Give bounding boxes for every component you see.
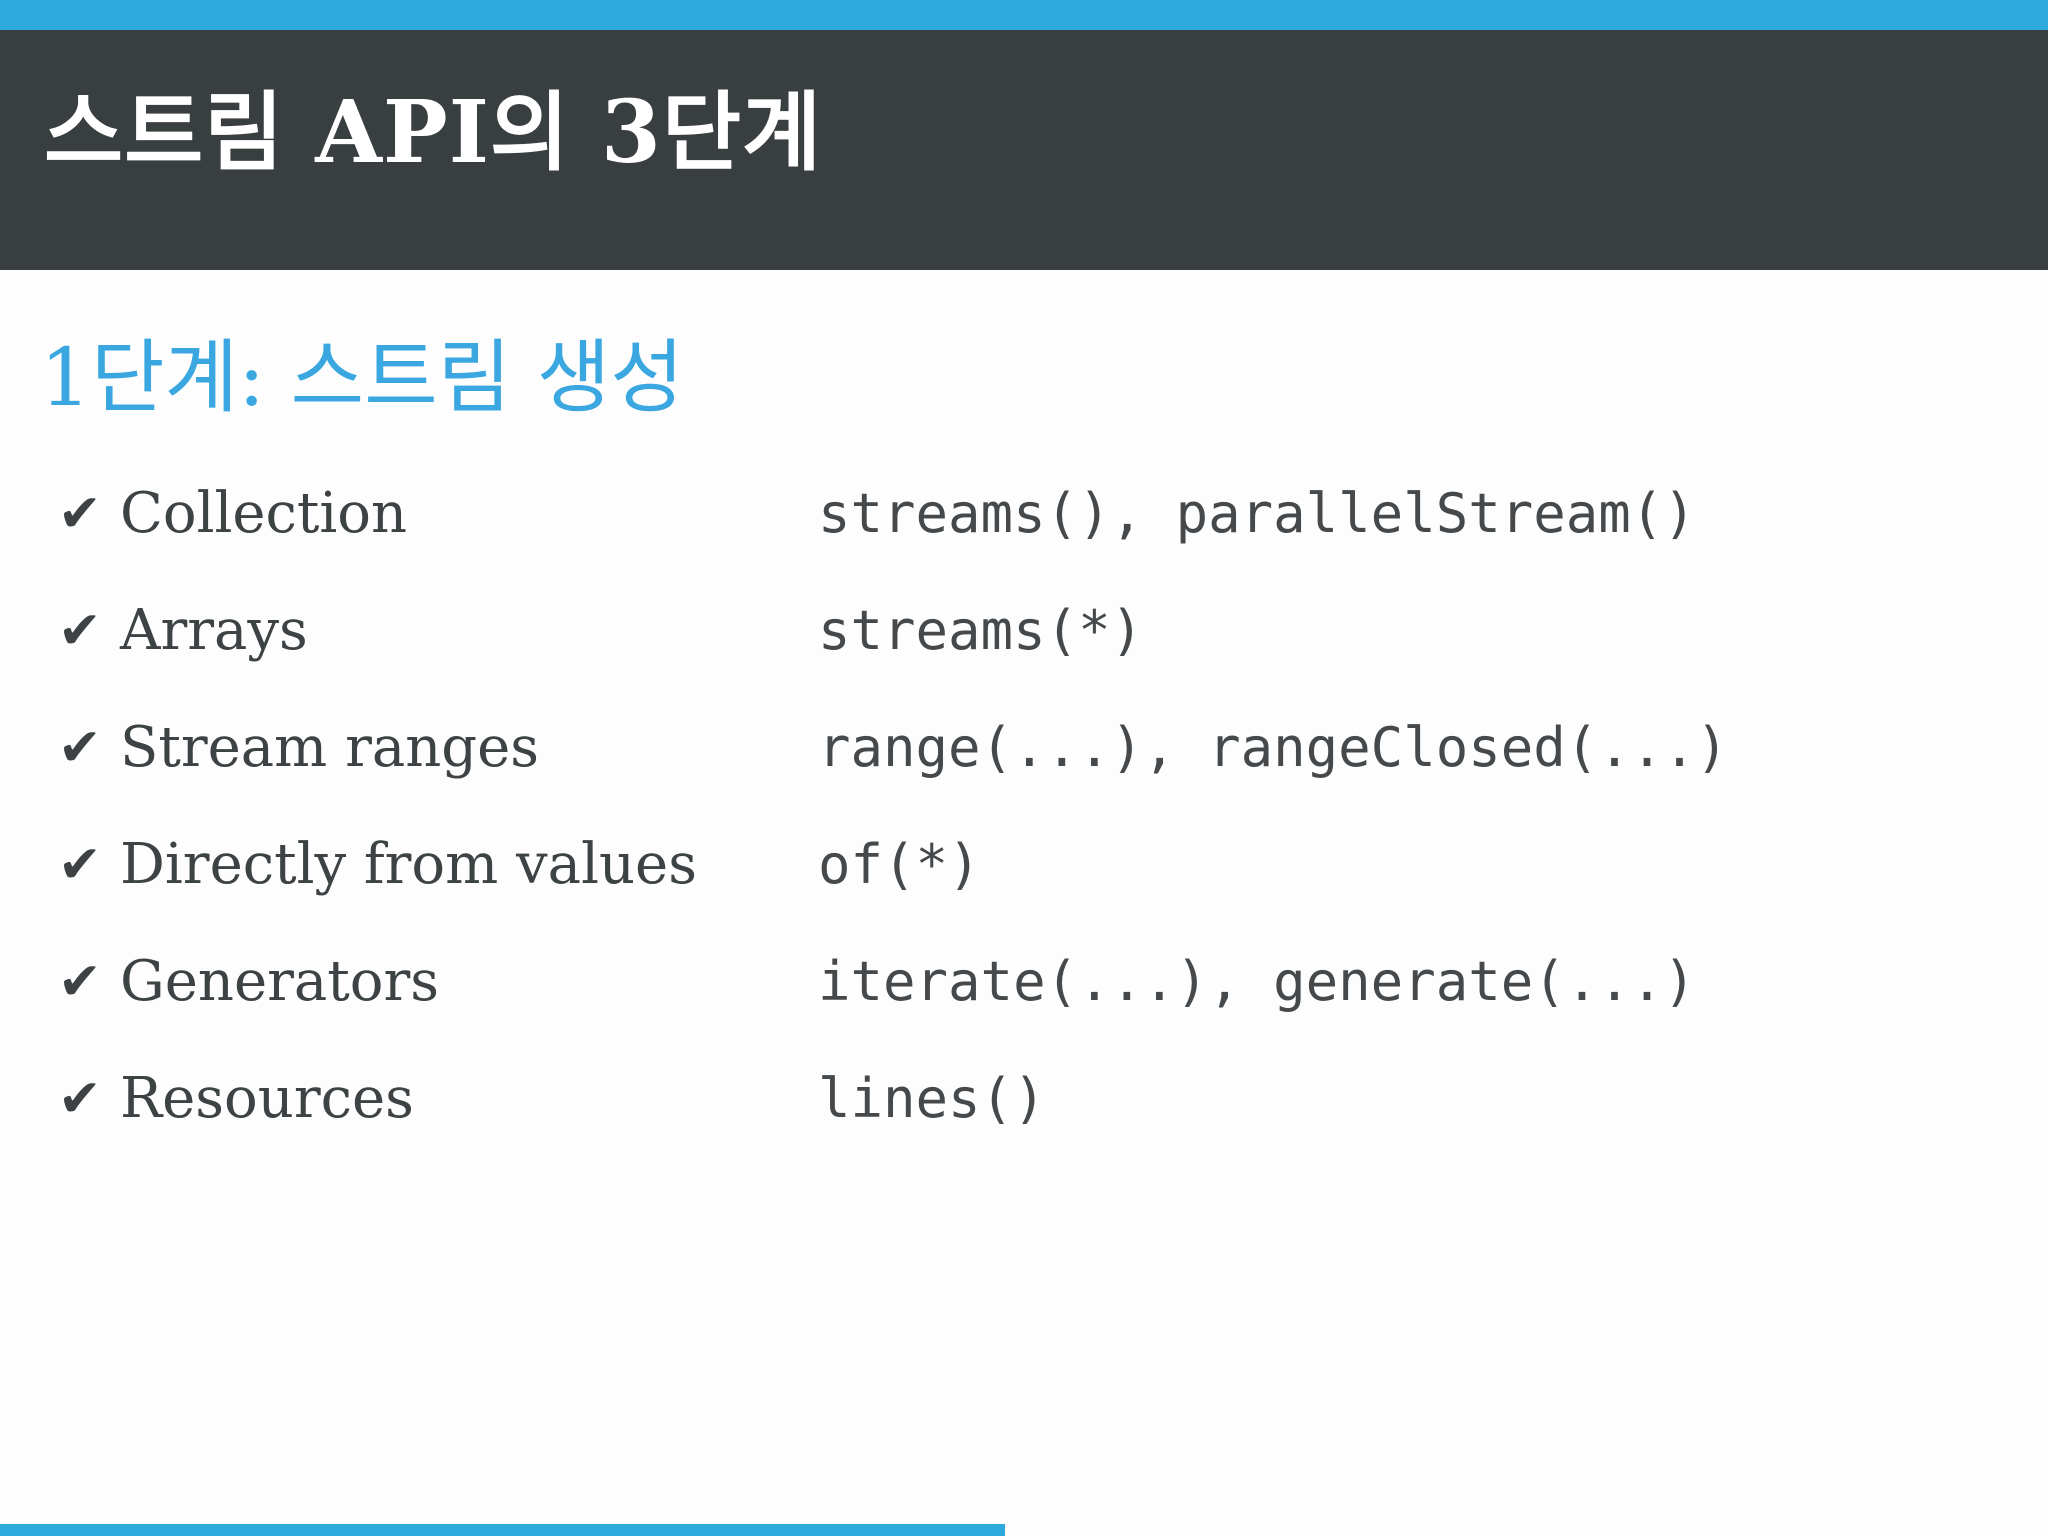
item-label: Stream ranges — [120, 714, 540, 780]
item-code: streams(*) — [818, 598, 1144, 662]
list-item: ✔ Generators iterate(...), generate(...) — [0, 923, 2048, 1040]
stream-creation-list: ✔ Collection streams(), parallelStream()… — [0, 455, 2048, 1157]
check-icon: ✔ — [58, 951, 102, 1012]
item-code: iterate(...), generate(...) — [818, 949, 1696, 1013]
item-code: of(*) — [818, 832, 981, 896]
page-title: 스트림 API의 3단계 — [44, 82, 823, 183]
list-item: ✔ Stream ranges range(...), rangeClosed(… — [0, 689, 2048, 806]
item-label: Generators — [120, 948, 439, 1014]
list-item: ✔ Directly from values of(*) — [0, 806, 2048, 923]
item-label: Resources — [120, 1065, 414, 1131]
check-icon: ✔ — [58, 717, 102, 778]
item-code: lines() — [818, 1066, 1046, 1130]
check-icon: ✔ — [58, 600, 102, 661]
check-icon: ✔ — [58, 834, 102, 895]
list-item: ✔ Arrays streams(*) — [0, 572, 2048, 689]
list-item: ✔ Resources lines() — [0, 1040, 2048, 1157]
item-code: range(...), rangeClosed(...) — [818, 715, 1729, 779]
item-code: streams(), parallelStream() — [818, 481, 1696, 545]
item-label: Directly from values — [120, 831, 697, 897]
item-label: Arrays — [120, 597, 308, 663]
item-label: Collection — [120, 480, 408, 546]
check-icon: ✔ — [58, 483, 102, 544]
list-item: ✔ Collection streams(), parallelStream() — [0, 455, 2048, 572]
check-icon: ✔ — [58, 1068, 102, 1129]
slide-content: 1단계: 스트림 생성 ✔ Collection streams(), para… — [0, 270, 2048, 1536]
bottom-accent-bar — [0, 1524, 1005, 1536]
slide-header: 스트림 API의 3단계 — [0, 30, 2048, 270]
section-subtitle: 1단계: 스트림 생성 — [40, 331, 684, 424]
top-accent-bar — [0, 0, 2048, 30]
